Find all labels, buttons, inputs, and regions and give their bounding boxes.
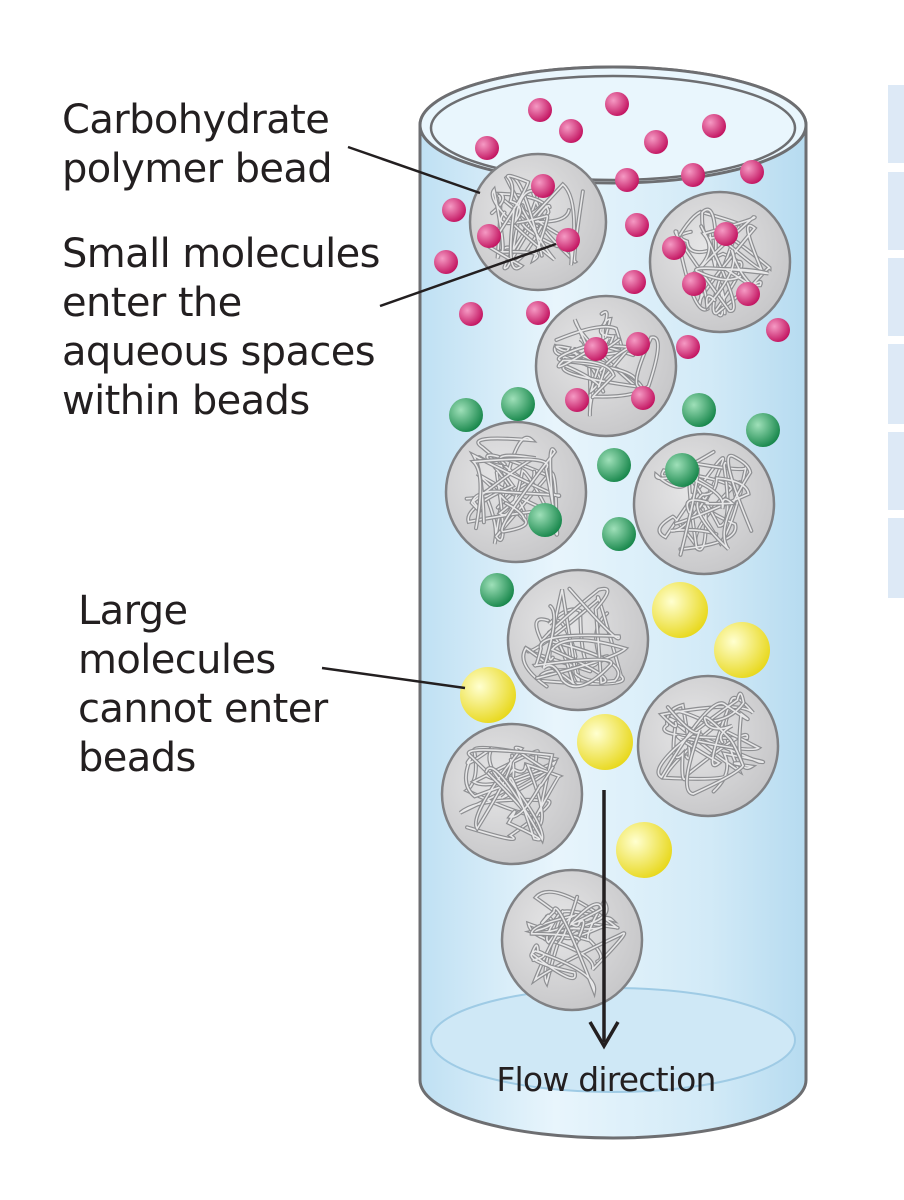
medium-molecule	[682, 393, 716, 427]
large-molecule	[616, 822, 672, 878]
small-molecule	[676, 335, 700, 359]
table-row-bg	[888, 518, 904, 598]
medium-molecule	[602, 517, 636, 551]
medium-molecule	[480, 573, 514, 607]
bead-leader-line	[347, 145, 481, 195]
molecules	[434, 92, 790, 878]
column-rim	[418, 65, 808, 185]
small-molecule	[622, 270, 646, 294]
small-molecule	[528, 98, 552, 122]
small-molecule	[475, 136, 499, 160]
carbohydrate-bead-label: Carbohydrate polymer bead	[62, 97, 333, 192]
small-molecule	[714, 222, 738, 246]
table-row-bg	[888, 85, 904, 163]
table-row-bg	[888, 172, 904, 250]
polymer-bead	[506, 568, 650, 712]
leader-lines	[321, 145, 557, 690]
small-molecule	[434, 250, 458, 274]
table-row-bg	[888, 344, 904, 424]
table-row-bg	[888, 258, 904, 336]
medium-molecule	[746, 413, 780, 447]
polymer-bead	[500, 868, 644, 1012]
small-molecule	[681, 163, 705, 187]
polymer-bead	[534, 294, 678, 438]
small-molecule	[631, 386, 655, 410]
small-molecule	[625, 213, 649, 237]
table-row-bg	[888, 432, 904, 510]
small-molecule	[526, 301, 550, 325]
medium-molecule	[501, 387, 535, 421]
polymer-bead	[440, 722, 584, 866]
small-molecule	[766, 318, 790, 342]
small-molecule	[531, 174, 555, 198]
small-molecules-leader-line	[379, 242, 557, 308]
large-molecule	[714, 622, 770, 678]
small-molecule	[682, 272, 706, 296]
small-molecules-label: Small molecules enter the aqueous spaces…	[62, 231, 380, 424]
polymer-bead	[636, 674, 780, 818]
small-molecule	[702, 114, 726, 138]
polymer-bead	[632, 432, 776, 576]
large-molecules-label: Large molecules cannot enter beads	[78, 588, 328, 781]
small-molecule	[626, 332, 650, 356]
large-molecule	[460, 667, 516, 723]
small-molecule	[556, 228, 580, 252]
small-molecule	[584, 337, 608, 361]
small-molecule	[559, 119, 583, 143]
polymer-bead	[468, 152, 608, 292]
large-molecules-leader-line	[321, 666, 466, 690]
small-molecule	[644, 130, 668, 154]
small-molecule	[477, 224, 501, 248]
small-molecule	[459, 302, 483, 326]
column-rim-inner	[429, 74, 797, 182]
medium-molecule	[449, 398, 483, 432]
medium-molecule	[665, 453, 699, 487]
small-molecule	[736, 282, 760, 306]
large-molecule	[652, 582, 708, 638]
large-molecule	[577, 714, 633, 770]
small-molecule	[565, 388, 589, 412]
small-molecule	[615, 168, 639, 192]
down-arrow-icon	[588, 790, 620, 1050]
medium-molecule	[597, 448, 631, 482]
small-molecule	[740, 160, 764, 184]
flow-direction-label: Flow direction	[496, 1060, 716, 1099]
medium-molecule	[528, 503, 562, 537]
small-molecule	[605, 92, 629, 116]
polymer-bead	[648, 190, 792, 334]
small-molecule	[662, 236, 686, 260]
small-molecule	[442, 198, 466, 222]
polymer-bead	[444, 420, 588, 564]
